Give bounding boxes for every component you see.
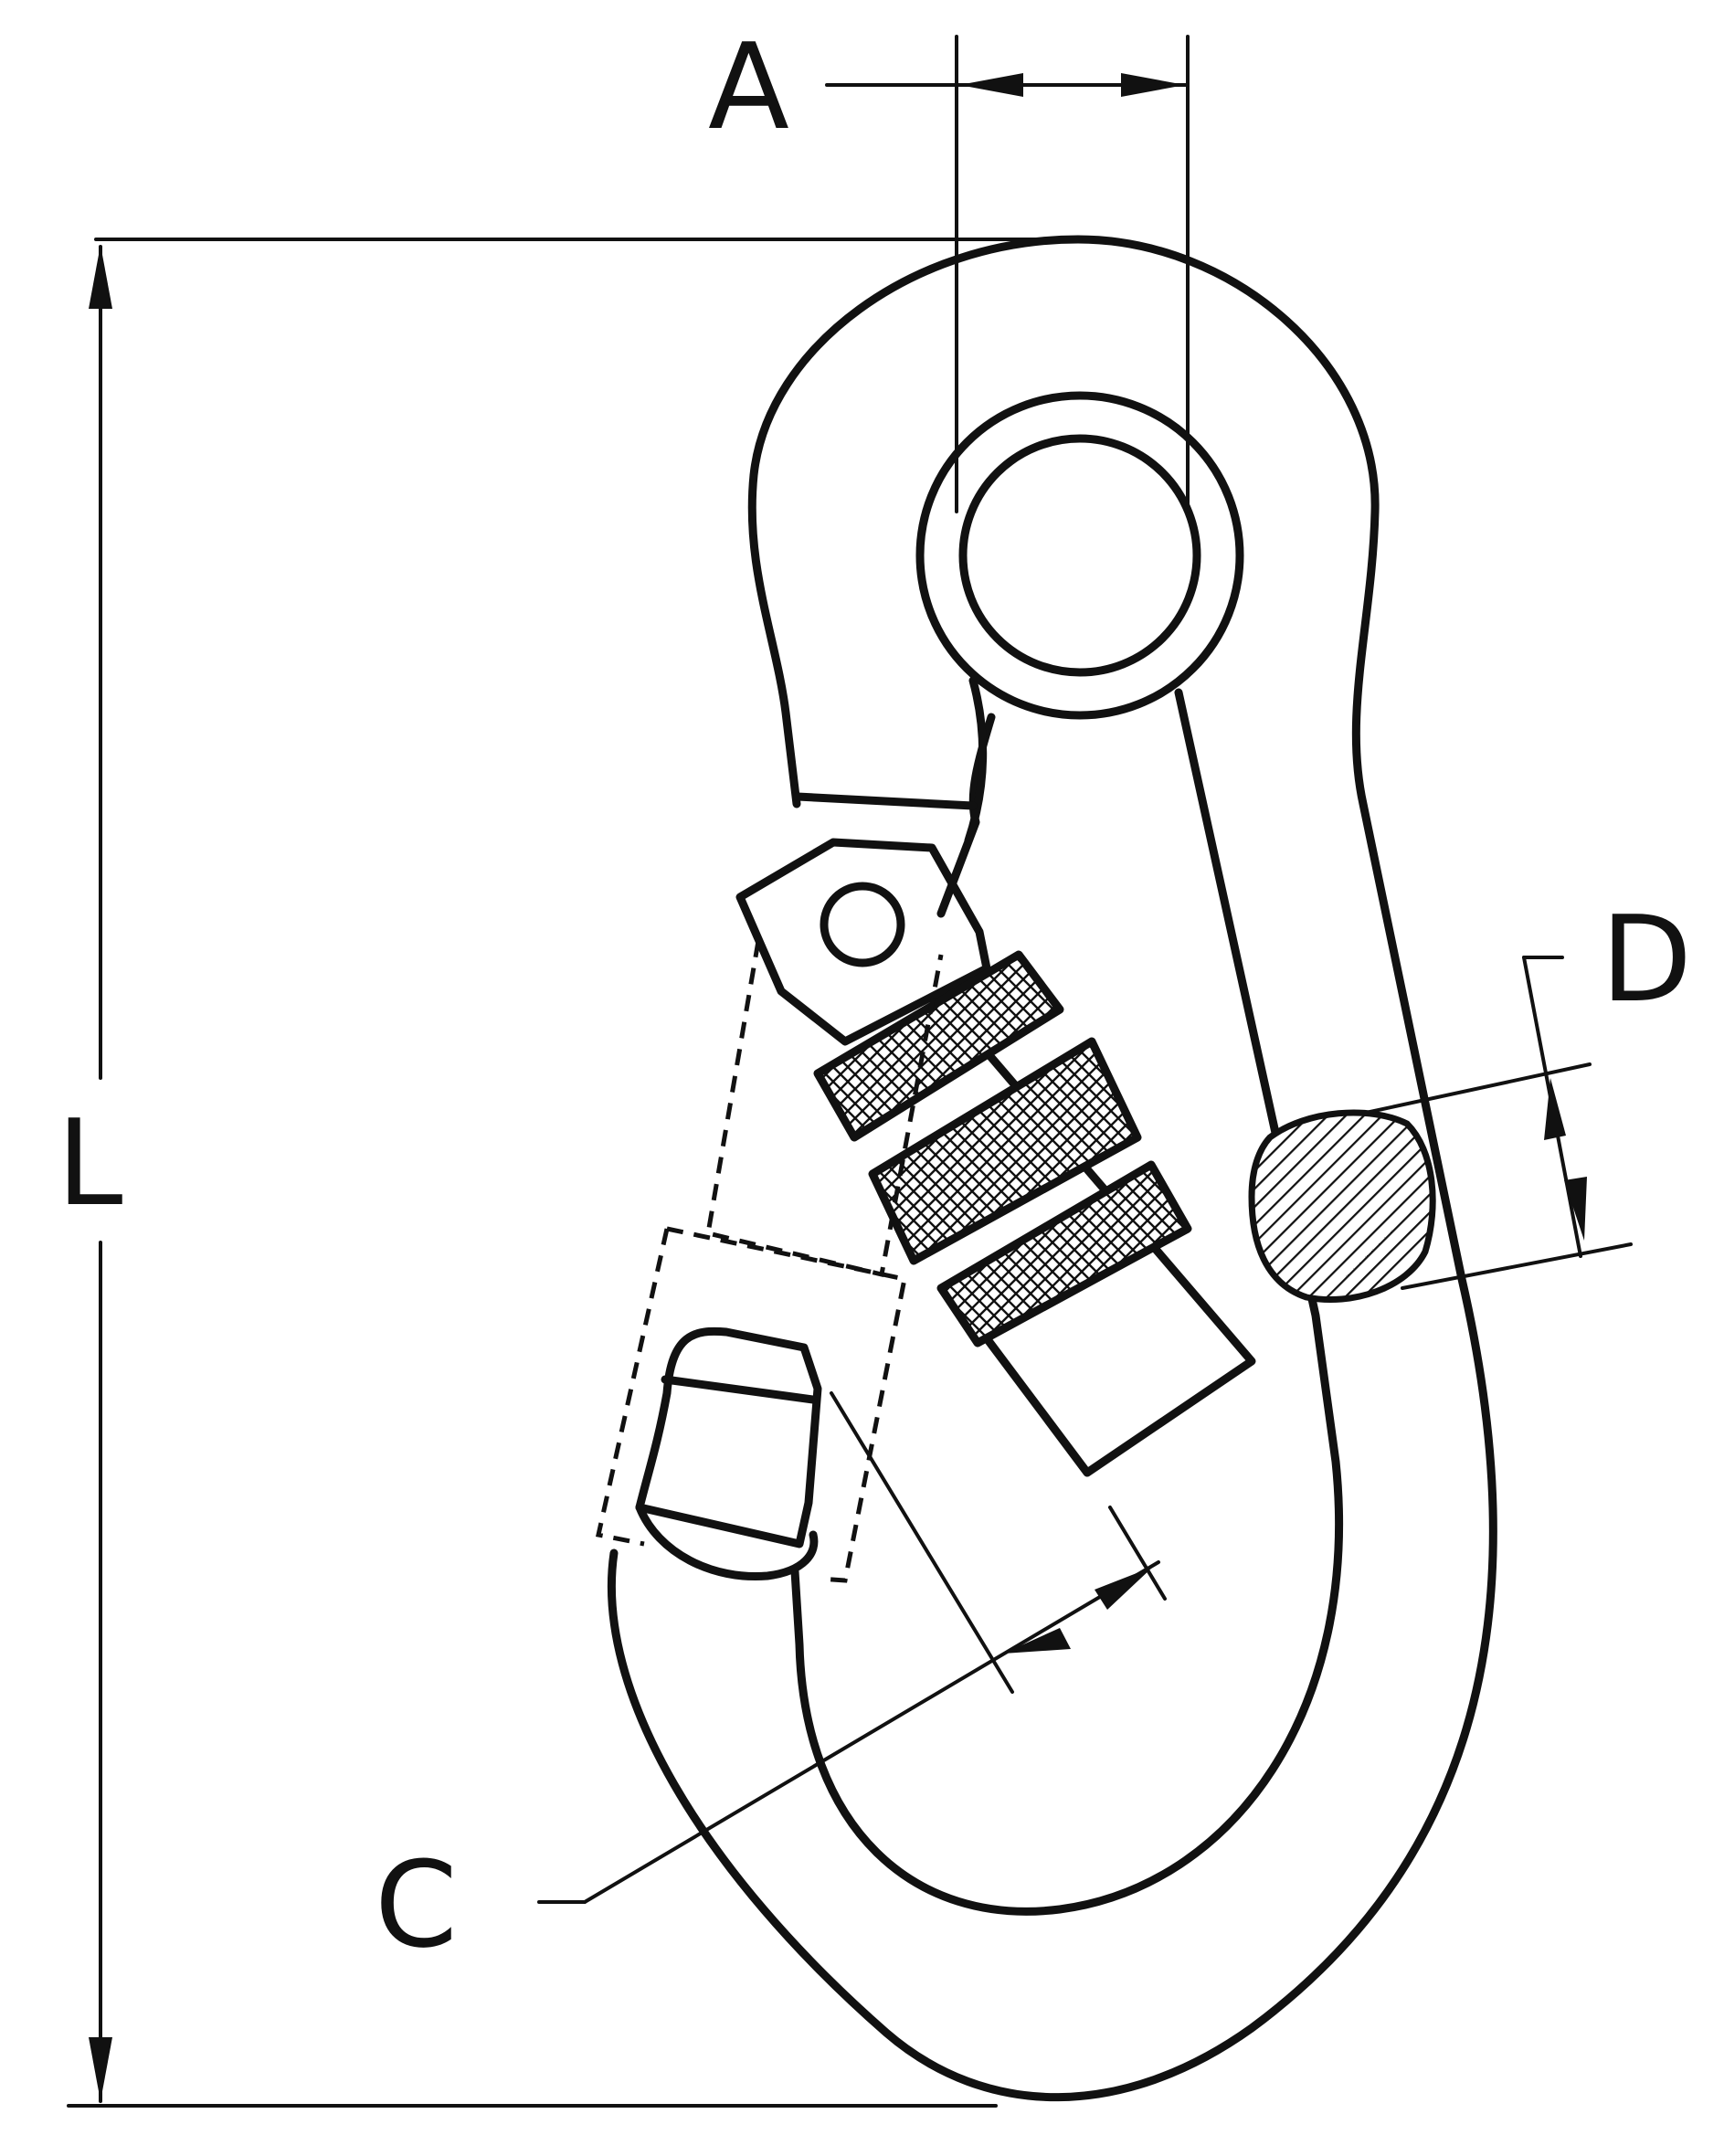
dim-l-arrow-bottom [89, 2037, 112, 2101]
eye [915, 391, 1244, 720]
gate-open-position [596, 940, 944, 1583]
dim-d-arrow-upper [1544, 1078, 1566, 1140]
dim-c-extension-upper [830, 1391, 1014, 1694]
hook-body [607, 235, 1497, 2102]
gate-pivot-plate [735, 838, 991, 1046]
wire-cross-section [1248, 1109, 1436, 1304]
dim-l-label: L [57, 1094, 122, 1232]
dimension-a: A [708, 17, 1190, 513]
gate-nose-band [661, 1375, 818, 1404]
dim-d-extension-upper [1364, 1062, 1592, 1115]
cross-section [1248, 1109, 1436, 1304]
dimension-d: D [1364, 890, 1692, 1290]
dimension-l: L [57, 238, 1080, 2108]
dim-a-label: A [708, 17, 789, 156]
knurled-ring-top [813, 950, 1064, 1142]
dim-d-arrow-lower [1564, 1177, 1587, 1241]
knurled-ring-middle [868, 1037, 1142, 1265]
hook-outer-left-upper [747, 235, 1083, 808]
gate-pivot-pin [820, 882, 905, 967]
gate-nose [635, 1326, 822, 1548]
hook-outer-outline [607, 235, 1497, 2102]
gate-nose-tip [635, 1503, 819, 1581]
dim-a-arrow-right [1121, 73, 1185, 97]
dim-c-leader [583, 1560, 1160, 1904]
hook-inner-upper-left [964, 676, 988, 845]
eye-inner-hole [958, 434, 1201, 677]
dim-d-label: D [1601, 890, 1692, 1029]
dim-l-arrow-top [89, 245, 112, 309]
dim-c-label: C [375, 1835, 458, 1974]
eye-outer-ring [915, 391, 1244, 720]
dim-c-arrow-lower [1003, 1628, 1071, 1654]
dim-c-extension-lower [1108, 1506, 1167, 1601]
dim-c-arrow-upper [1095, 1567, 1153, 1610]
gate [596, 838, 1256, 1583]
gate-hinge-bar [793, 792, 978, 810]
knurled-ring-bottom [936, 1160, 1192, 1348]
dimension-c: C [375, 1391, 1167, 1974]
dim-d-extension-lower [1401, 1242, 1633, 1290]
dim-a-arrow-left [959, 73, 1023, 97]
